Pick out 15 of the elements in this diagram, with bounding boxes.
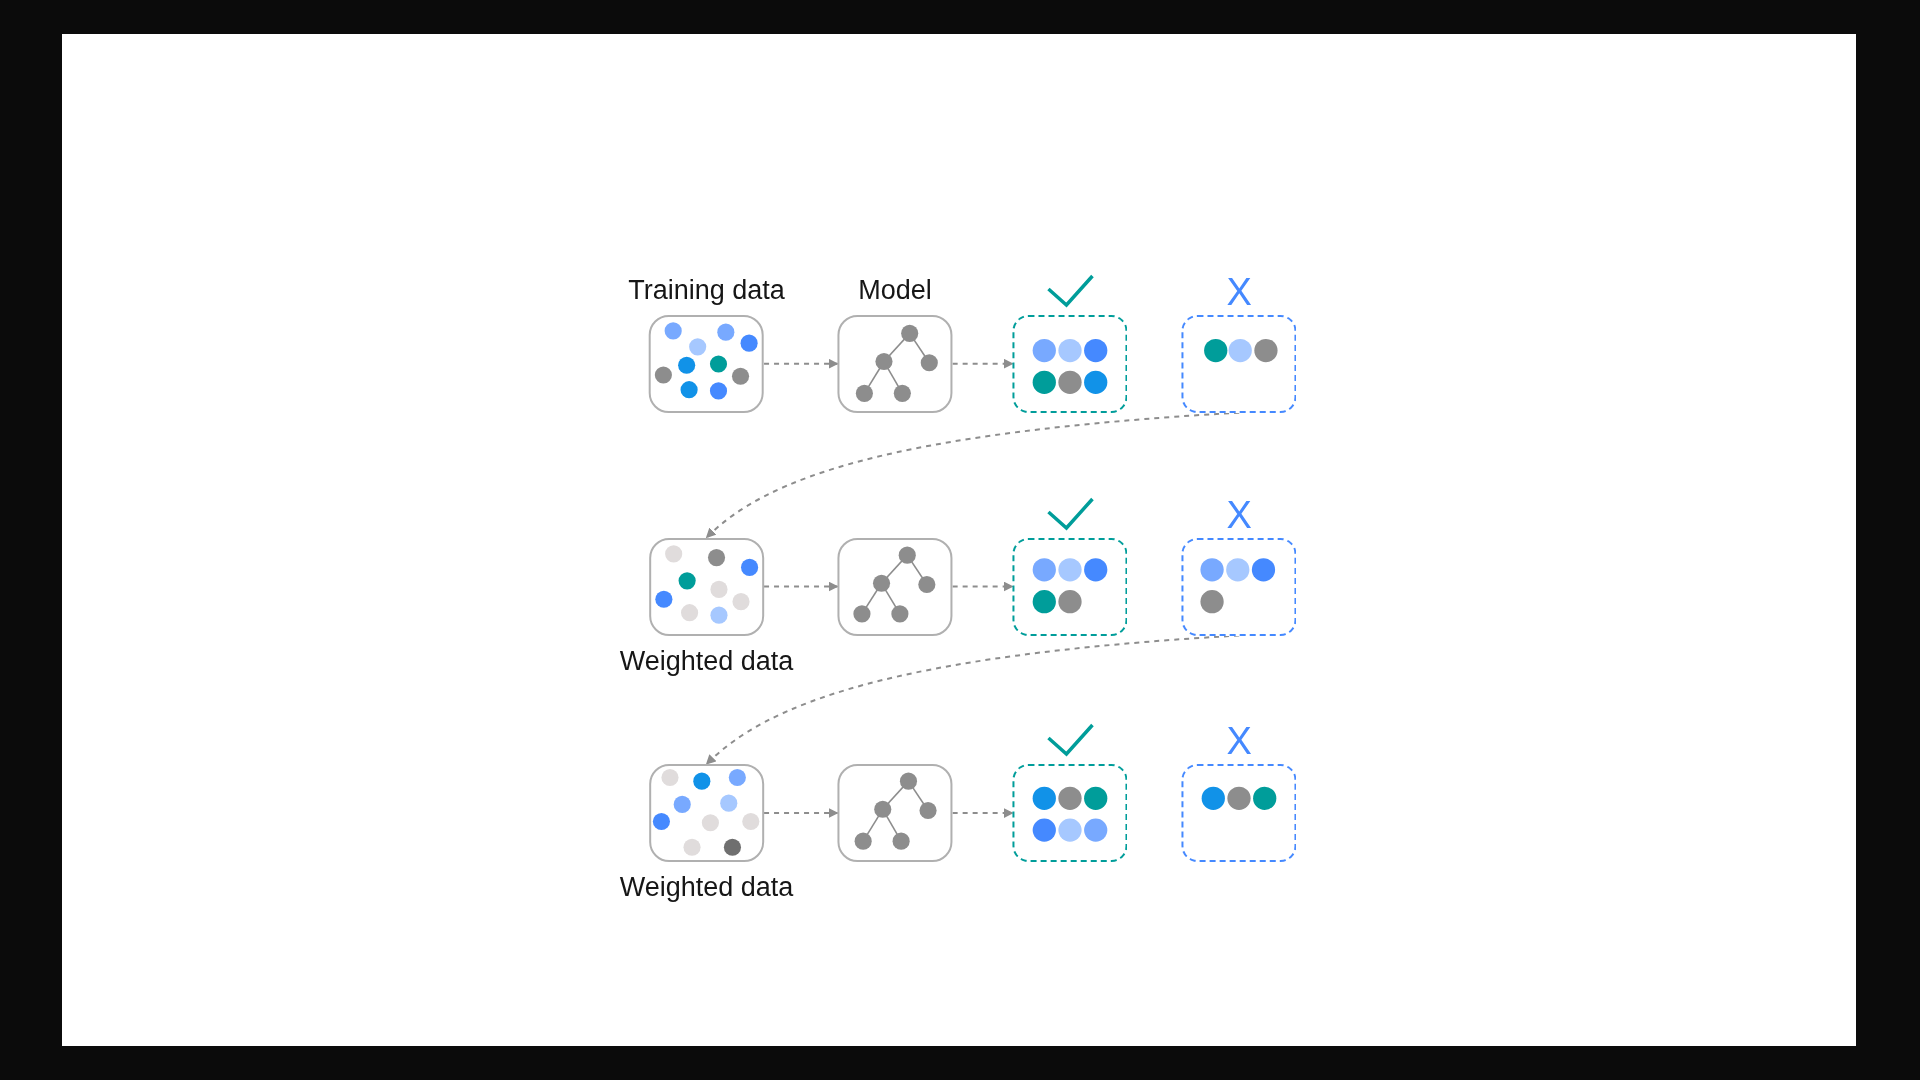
panel-heading: Weighted data xyxy=(619,871,794,905)
error-mark: X xyxy=(1226,722,1252,761)
arrow xyxy=(763,808,839,819)
error-mark: X xyxy=(1226,495,1252,534)
error-mark: X xyxy=(1226,272,1252,311)
arrow xyxy=(951,358,1014,369)
arrow xyxy=(951,581,1014,592)
arrow xyxy=(705,411,1241,539)
arrow xyxy=(951,808,1014,819)
panel-heading: Model xyxy=(858,273,932,307)
arrow xyxy=(763,581,839,592)
arrow xyxy=(763,358,839,369)
panel-heading: Training data xyxy=(628,273,785,307)
arrow xyxy=(705,634,1241,766)
panel-heading: Weighted data xyxy=(619,644,794,678)
